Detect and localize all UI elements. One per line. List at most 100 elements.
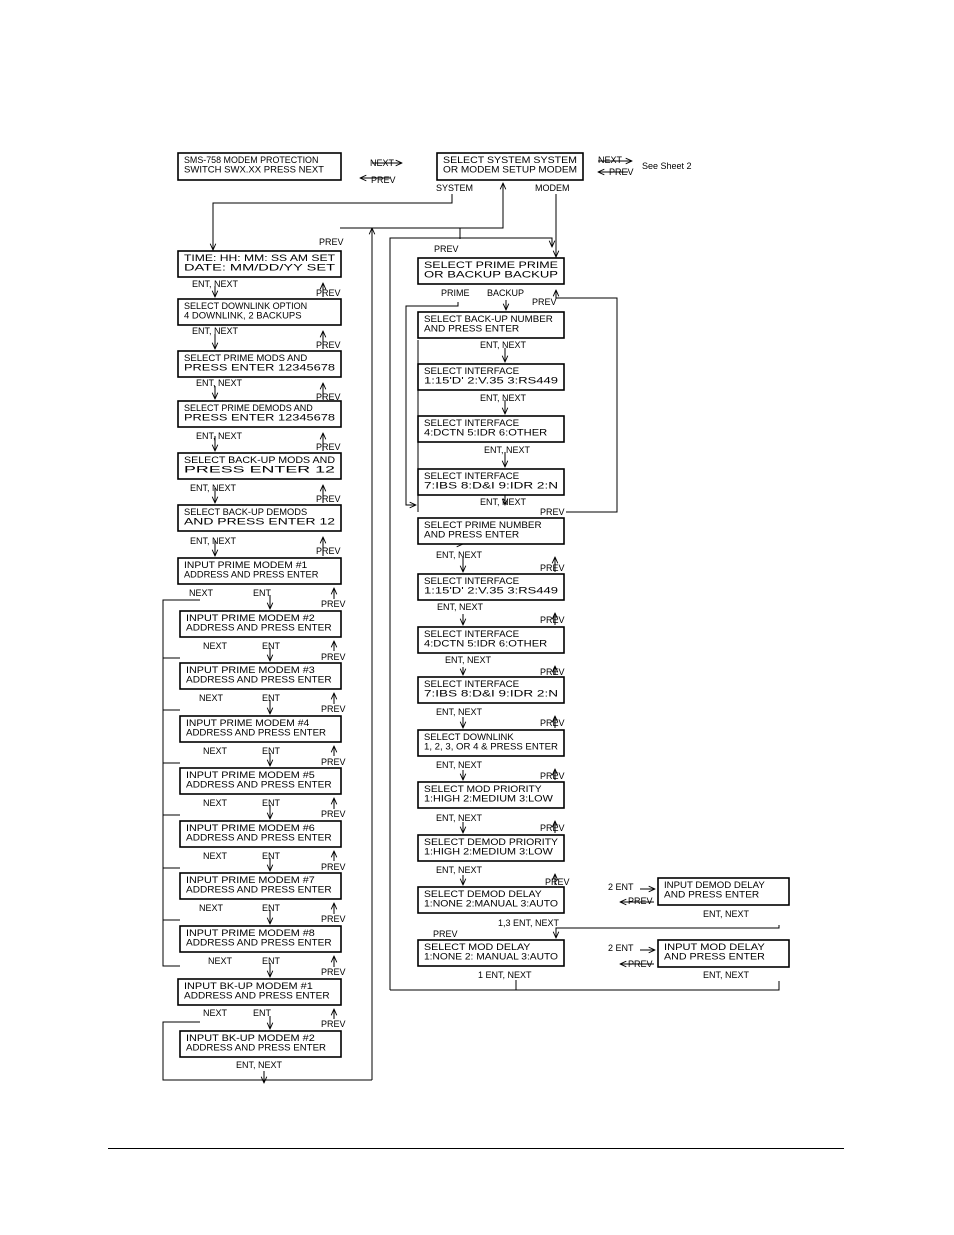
step-label: NEXT [203,1008,228,1018]
screen-text-line: PRESS ENTER 12345678 [184,413,335,424]
screen-text-line: SELECT INTERFACE [424,629,519,640]
screen-text-line: SELECT SYSTEM SYSTEM [443,155,577,166]
screen-text-line: 4:DCTN 5:IDR 6:OTHER [424,639,547,650]
screen-text-line: INPUT BK-UP MODEM #1 [184,981,313,992]
screen-text-line: INPUT PRIME MODEM #2 [186,613,315,624]
screen-text-line: AND PRESS ENTER [664,952,765,963]
screen-frame [177,250,342,278]
screen-text-line: AND PRESS ENTER [664,890,759,901]
screen-text-line: AND PRESS ENTER [424,530,519,541]
system-branch-label: SYSTEM [436,183,473,193]
step-label: ENT, NEXT [196,431,243,441]
screen-text-line: OR BACKUP BACKUP [424,270,558,281]
step-label: ENT, NEXT [190,536,237,546]
screen-text-line: ADDRESS AND PRESS ENTER [186,623,332,634]
screen-text-line: AND PRESS ENTER 12 [184,517,335,528]
screen-text-line: 1:HIGH 2:MEDIUM 3:LOW [424,794,553,805]
screen-text-line: SELECT DOWNLINK [424,732,514,743]
backup-branch-label: BACKUP [487,288,524,298]
prev-label: PREV [319,237,344,247]
step-label: PREV [540,823,565,833]
next-label: NEXT [370,158,395,168]
step-label: ENT [262,798,281,808]
screen-text-line: SWITCH SWX.XX PRESS NEXT [184,165,324,176]
screen-text-line: 1:NONE 2:MANUAL 3:AUTO [424,899,558,910]
screen-frame [177,152,342,181]
screen-text-line: ADDRESS AND PRESS ENTER [186,885,332,896]
step-label: NEXT [203,798,228,808]
modem-branch-label: MODEM [535,183,570,193]
screen-text-line: 1, 2, 3, OR 4 & PRESS ENTER [424,742,558,753]
screen-frame [177,557,342,585]
screen-text-line: SELECT DOWNLINK OPTION [184,301,307,312]
step-label: ENT, NEXT [437,602,484,612]
screen-frame [179,610,342,638]
step-label: PREV [540,667,565,677]
screen-text-line: INPUT PRIME MODEM #8 [186,928,315,939]
screen-text-line: 7:IBS 8:D&I 9:IDR 2:N [424,689,558,700]
screen-text-line: 7:IBS 8:D&I 9:IDR 2:N [424,481,558,492]
step-label: PREV [316,288,341,298]
prev-label: PREV [371,175,396,185]
step-label: PREV [316,442,341,452]
screen-text-line: SELECT INTERFACE [424,366,519,377]
screen-text-line: ADDRESS AND PRESS ENTER [184,570,319,581]
footer-rule [108,1148,844,1149]
step-label: PREV [321,599,346,609]
screen-text-line: SELECT INTERFACE [424,471,519,482]
step-label: ENT [253,588,272,598]
step-label: PREV [316,340,341,350]
step-label: ENT [262,956,281,966]
screen-text-line: INPUT DEMOD DELAY [664,880,765,891]
step-label: PREV [321,914,346,924]
step-label: PREV [321,1019,346,1029]
step-label: PREV [540,771,565,781]
screen-frame [179,820,342,848]
screen-text-line: SELECT INTERFACE [424,679,519,690]
screen-text-line: 1:15'D' 2:V.35 3:RS449 [424,376,558,387]
ent-next-label: ENT, NEXT [703,970,750,980]
step-labels: ENT, NEXT ENT, NEXT ENT, NEXT ENT, NEXT ENT,… [189,279,570,1070]
step-label: NEXT [189,588,214,598]
screen-text-line: INPUT PRIME MODEM #3 [186,665,315,676]
step-label: PREV [545,877,570,887]
screen-frame [657,939,790,968]
step-label: ENT, NEXT [480,497,527,507]
screen-frame [179,715,342,743]
screen-frame [177,452,342,480]
screen-text-line: SELECT INTERFACE [424,418,519,429]
prev-label: PREV [609,167,634,177]
screen-text-line: ADDRESS AND PRESS ENTER [186,780,332,791]
step-label: PREV [316,546,341,556]
step-label: ENT, NEXT [196,378,243,388]
screen-text-line: SELECT PRIME DEMODS AND [184,403,313,414]
screen-frame [417,781,565,809]
see-sheet-label: See Sheet 2 [642,161,692,171]
step-label: NEXT [199,903,224,913]
screen-text-line: PRESS ENTER 12 [184,465,335,476]
step-label: PREV [316,494,341,504]
screen-text-line: SELECT BACK-UP NUMBER [424,314,553,325]
step-label: PREV [540,615,565,625]
screen-text-line: ADDRESS AND PRESS ENTER [186,833,332,844]
screen-text-line: ADDRESS AND PRESS ENTER [186,728,326,739]
labels: NEXT PREV NEXT PREV See Sheet 2 SYSTEM M… [319,155,750,980]
screen-text-line: 1:HIGH 2:MEDIUM 3:LOW [424,847,553,858]
step-label: ENT, NEXT [192,279,239,289]
one-three-label: 1,3 ENT, NEXT [498,918,560,928]
step-label: NEXT [203,851,228,861]
step-label: ENT, NEXT [480,340,527,350]
screen-text-line: DATE: MM/DD/YY SET [184,263,335,274]
